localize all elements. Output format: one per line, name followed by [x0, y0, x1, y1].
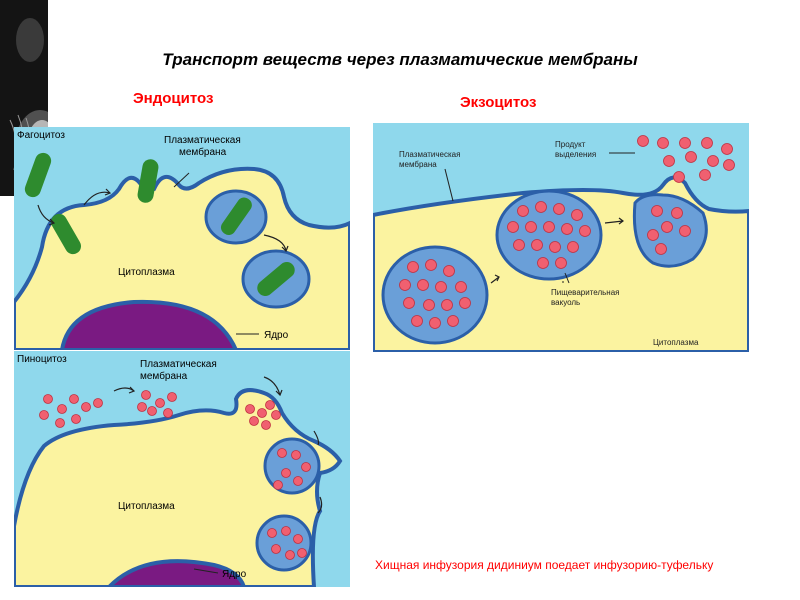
endocytosis-heading: Эндоцитоз — [133, 90, 214, 107]
exo-vacuole-label-2: вакуоль — [551, 298, 580, 307]
didinium-photo — [0, 0, 48, 196]
exocytosis-heading: Экзоцитоз — [460, 94, 537, 111]
bacterium — [220, 197, 252, 236]
pino-vesicle-1 — [263, 437, 321, 495]
photo-caption: Хищная инфузория дидиниум поедает инфузо… — [375, 558, 714, 572]
phago-membrane-label-2: мембрана — [179, 146, 227, 158]
pino-nucleus-label: Ядро — [222, 569, 247, 580]
bacterium — [24, 152, 52, 198]
exo-membrane-label-2: мембрана — [399, 160, 437, 169]
pino-vesicle-2 — [255, 514, 313, 572]
pino-cytoplasm-label: Цитоплазма — [118, 501, 175, 512]
exocytosis-diagram: Плазматическая мембрана Продукт выделени… — [373, 123, 749, 352]
phago-nucleus-label: Ядро — [264, 330, 289, 341]
bacterium — [257, 262, 295, 296]
phago-nucleus — [59, 299, 239, 350]
pino-membrane-label-2: мембрана — [140, 370, 188, 382]
bacterium — [51, 213, 81, 255]
pino-membrane-label: Плазматическая — [140, 359, 217, 370]
exo-membrane-label: Плазматическая — [399, 150, 460, 159]
exo-product-label-2: выделения — [555, 150, 596, 159]
page-title: Транспорт веществ через плазматические м… — [162, 50, 638, 69]
pino-label: Пиноцитоз — [17, 354, 67, 365]
phago-cytoplasm-label: Цитоплазма — [118, 267, 175, 278]
phago-membrane-label: Плазматическая — [164, 135, 241, 146]
phagocytosis-diagram: Фагоцитоз Плазматическая мембрана Цитопл… — [14, 127, 350, 350]
exo-product-label: Продукт — [555, 140, 586, 149]
pino-nucleus — [106, 559, 247, 587]
exo-vacuole-label: Пищеварительная — [551, 288, 619, 297]
bacterium — [137, 159, 159, 203]
pinocytosis-diagram: Пиноцитоз Плазматическая мембрана Цитопл… — [14, 351, 350, 587]
phago-label: Фагоцитоз — [17, 130, 65, 141]
exo-cytoplasm-label: Цитоплазма — [653, 338, 699, 347]
